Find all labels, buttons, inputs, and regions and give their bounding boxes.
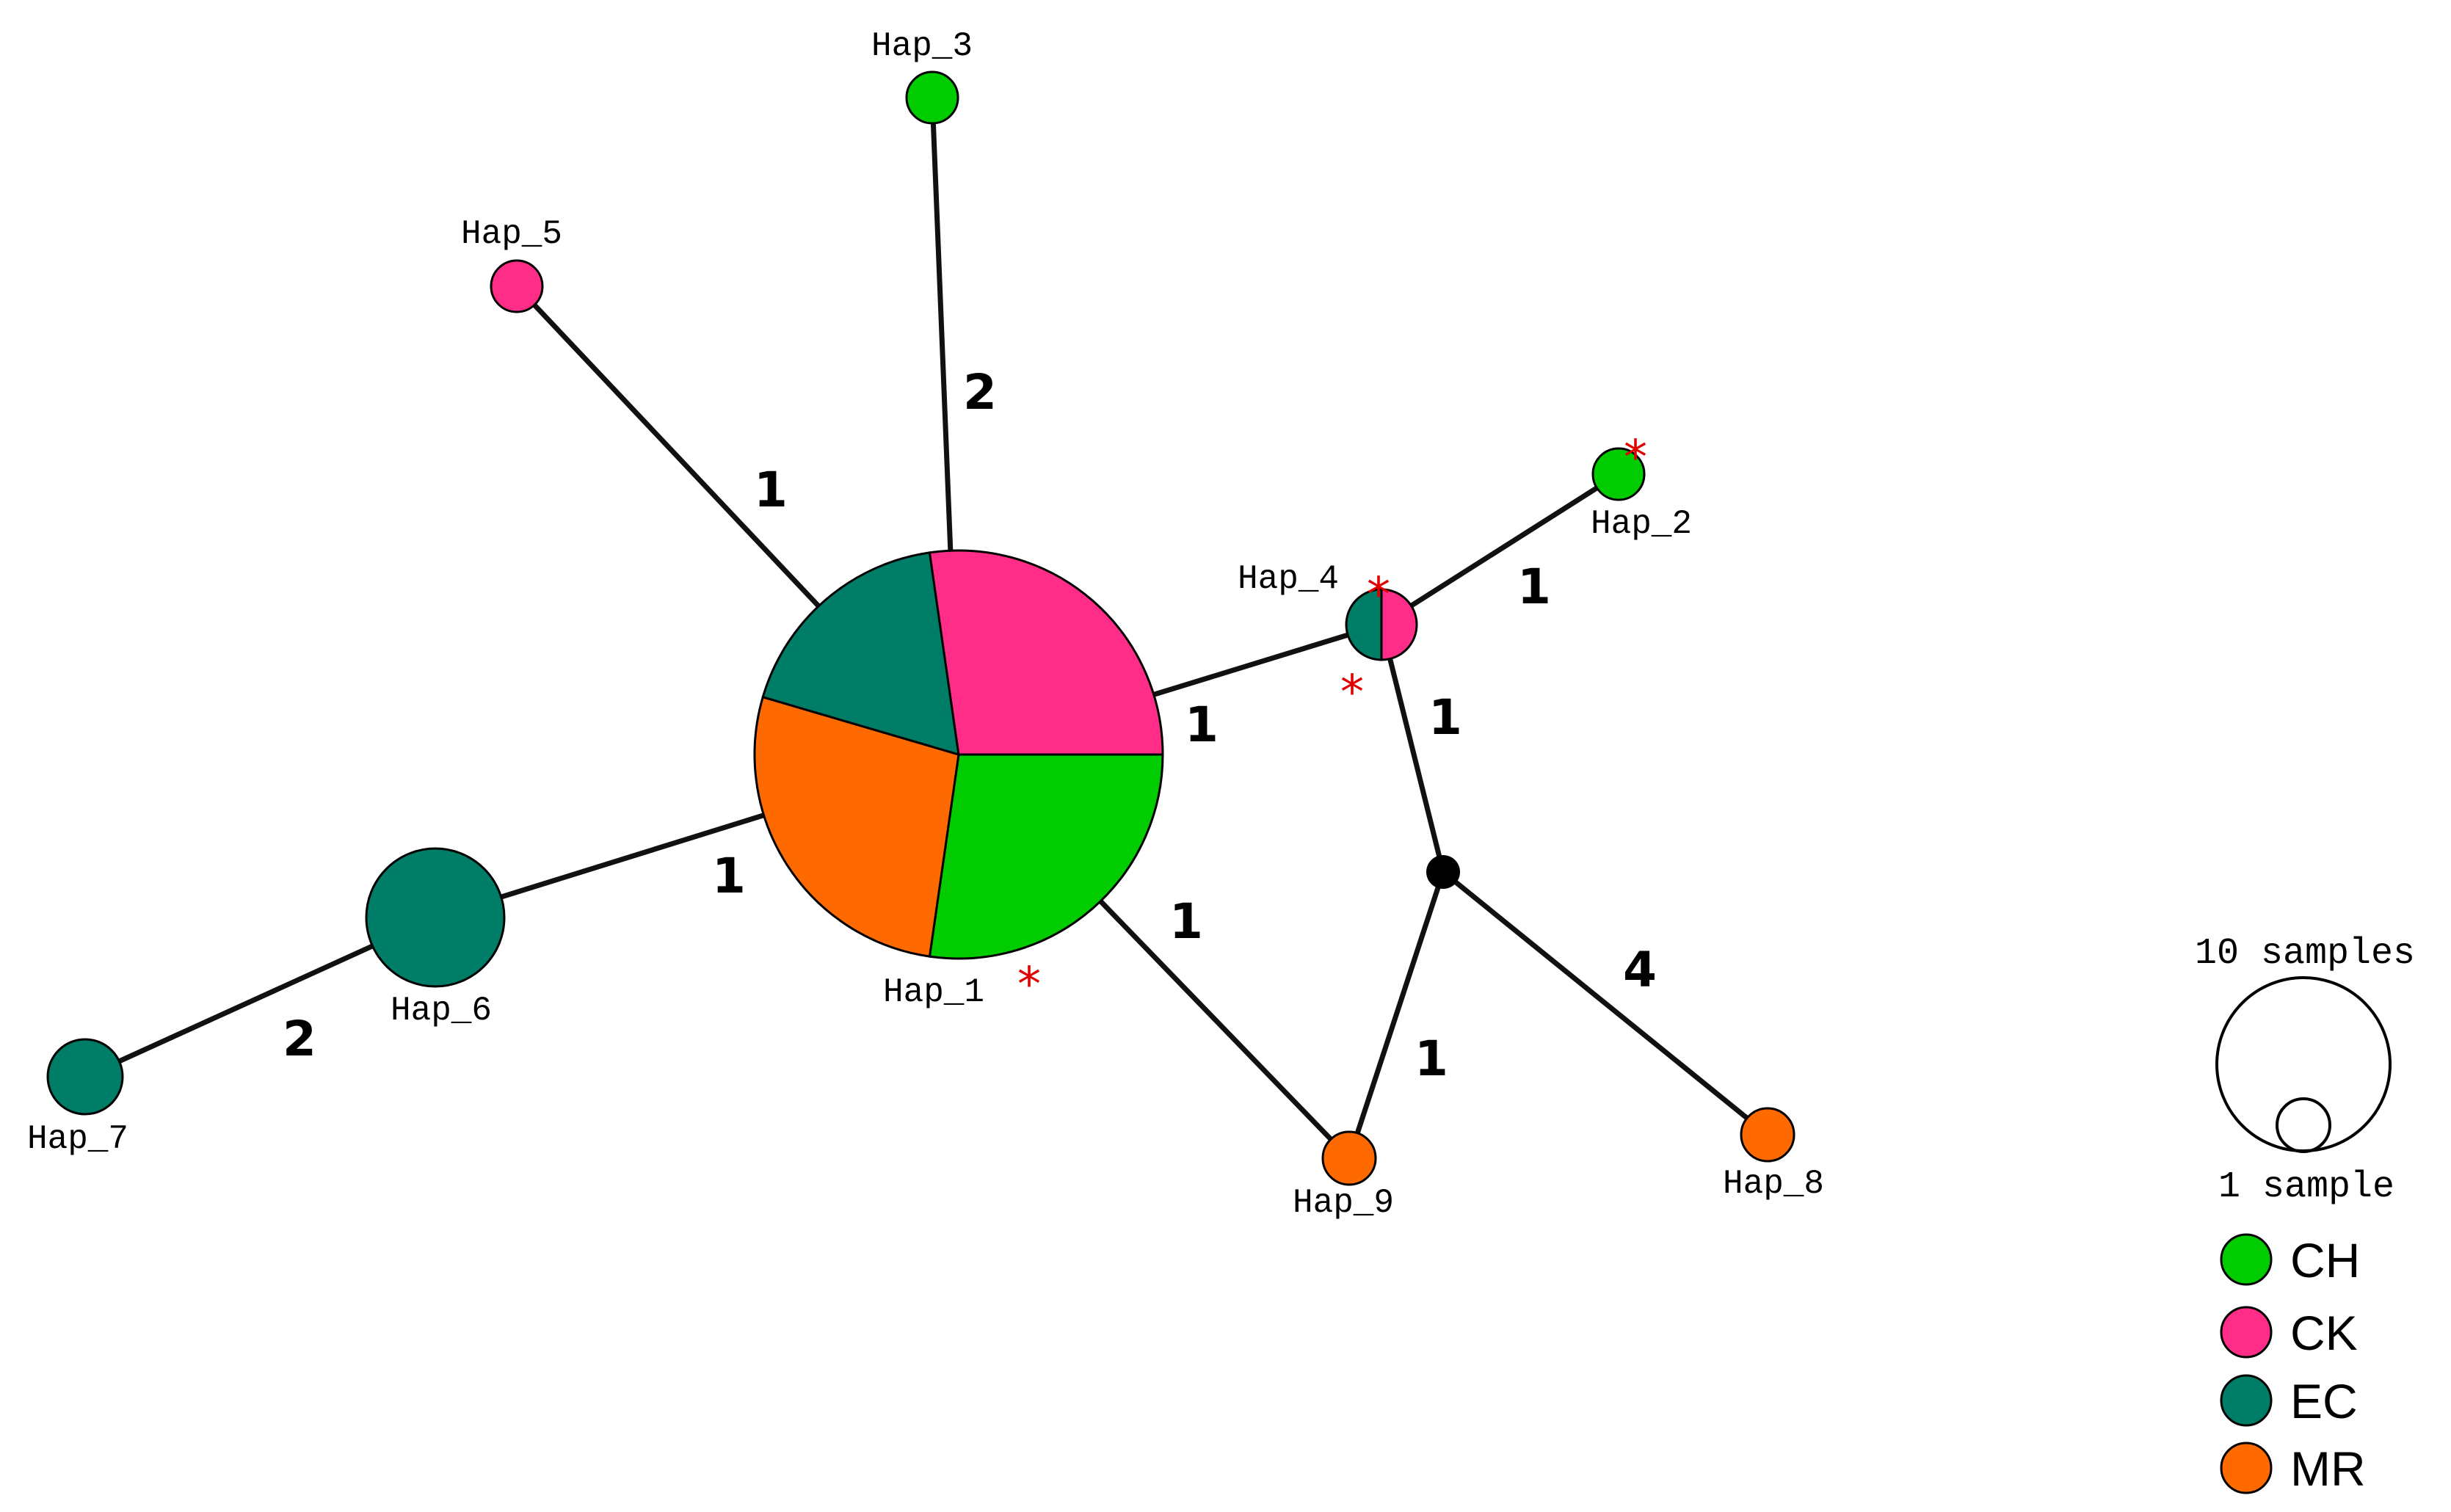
edge-Hap_4-mv1	[1379, 624, 1446, 873]
mutation-count-mv1-Hap_8: 4	[1623, 942, 1657, 998]
slice-Hap_4-EC	[1345, 588, 1383, 661]
legend-label-CK: CK	[2290, 1306, 2358, 1360]
edge-mv1-Hap_9	[1346, 871, 1446, 1160]
haplotype-label-Hap_9: Hap_9	[1293, 1184, 1394, 1222]
haplotype-label-Hap_3: Hap_3	[871, 27, 973, 65]
asterisk-marker-icon: *	[1624, 431, 1647, 485]
haplotype-label-Hap_6: Hap_6	[391, 992, 492, 1030]
legend-label-MR: MR	[2290, 1442, 2366, 1496]
legend-item-EC: EC	[2220, 1374, 2358, 1428]
mutation-count-Hap_6-Hap_7: 2	[283, 1011, 316, 1067]
median-vector-mv1	[1426, 855, 1460, 889]
slice-Hap_6-EC	[365, 847, 506, 988]
haplotype-label-Hap_4: Hap_4	[1238, 560, 1339, 598]
mutation-count-Hap_1-Hap_3: 2	[963, 364, 997, 421]
slice-Hap_1-MR	[753, 695, 960, 958]
legend-item-MR: MR	[2220, 1442, 2366, 1496]
haplotype-node-Hap_4	[1345, 588, 1418, 661]
scale-large-circle	[2215, 976, 2392, 1152]
legend-item-CK: CK	[2220, 1306, 2358, 1360]
mutation-count-Hap_1-Hap_9: 1	[1169, 893, 1203, 950]
nodes-layer	[46, 70, 1795, 1186]
edge-Hap_4-Hap_2	[1380, 472, 1620, 627]
scale-small-label: 1 sample	[2218, 1166, 2394, 1208]
asterisk-marker-icon: *	[1017, 958, 1041, 1012]
mutation-count-Hap_4-Hap_2: 1	[1517, 559, 1551, 615]
slice-Hap_7-EC	[46, 1038, 124, 1116]
legend-swatch-MR	[2220, 1442, 2273, 1494]
haplotype-label-Hap_2: Hap_2	[1591, 505, 1692, 543]
slice-Hap_4-CK	[1380, 588, 1418, 661]
mutation-count-Hap_1-Hap_5: 1	[754, 462, 788, 518]
slice-Hap_8-MR	[1740, 1107, 1795, 1163]
scale-legend: 10 samples 1 sample	[2195, 933, 2415, 1208]
mutation-count-Hap_1-Hap_6: 1	[712, 848, 746, 904]
legend-swatch-EC	[2220, 1374, 2273, 1427]
haplotype-node-Hap_8	[1740, 1107, 1795, 1163]
haplotype-label-Hap_8: Hap_8	[1723, 1165, 1824, 1203]
mutation-count-Hap_4-mv1: 1	[1428, 689, 1462, 746]
haplotype-node-Hap_6	[365, 847, 506, 988]
legend-item-CH: CH	[2220, 1233, 2360, 1287]
haplotype-node-Hap_7	[46, 1038, 124, 1116]
asterisk-marker-icon: *	[1340, 666, 1364, 720]
slice-Hap_3-CH	[905, 70, 959, 125]
scale-large-label: 10 samples	[2195, 933, 2415, 975]
haplotype-label-Hap_1: Hap_1	[883, 973, 984, 1011]
haplotype-label-Hap_5: Hap_5	[461, 215, 562, 253]
slice-Hap_1-EC	[761, 551, 960, 757]
haplotype-node-Hap_3	[905, 70, 959, 125]
haplotype-node-Hap_1	[753, 549, 1164, 960]
legend-label-EC: EC	[2290, 1374, 2358, 1428]
edge-mv1-Hap_8	[1441, 870, 1770, 1137]
color-legend: CH CK EC MR	[2220, 1233, 2366, 1496]
legend-swatch-CH	[2220, 1233, 2273, 1286]
slice-Hap_9-MR	[1321, 1130, 1377, 1186]
legend-label-CH: CH	[2290, 1233, 2360, 1287]
haplotype-node-Hap_9	[1321, 1130, 1377, 1186]
haplotype-label-Hap_7: Hap_7	[27, 1120, 128, 1158]
labels-layer: 2111111142Hap_1*Hap_2*Hap_3Hap_4**Hap_5H…	[27, 27, 1824, 1222]
haplotype-node-Hap_2	[1591, 447, 1646, 501]
scale-small-circle	[2276, 1097, 2331, 1153]
slice-Hap_1-CK	[928, 549, 1164, 756]
mutation-count-Hap_1-Hap_4: 1	[1185, 697, 1219, 753]
asterisk-marker-icon: *	[1367, 568, 1390, 622]
slice-Hap_2-CH	[1591, 447, 1646, 501]
legend-swatch-CK	[2220, 1306, 2273, 1359]
slice-Hap_5-CK	[490, 259, 544, 313]
slice-Hap_1-CH	[928, 753, 1164, 960]
mutation-count-mv1-Hap_9: 1	[1415, 1031, 1448, 1087]
haplotype-node-Hap_5	[490, 259, 544, 313]
